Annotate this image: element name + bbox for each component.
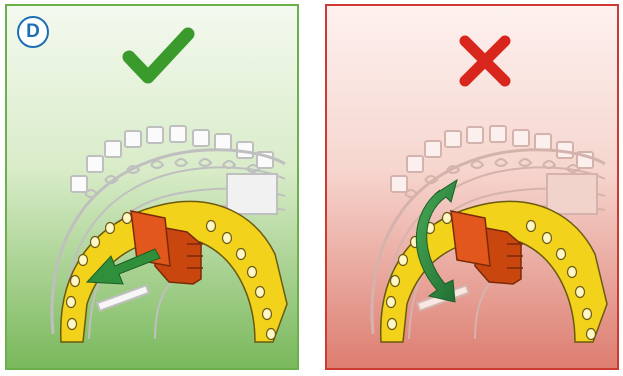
- correct-illustration: [5, 4, 299, 370]
- incorrect-panel: [325, 4, 619, 370]
- step-badge: D: [17, 16, 49, 48]
- correct-panel: D: [5, 4, 299, 370]
- incorrect-illustration: [325, 4, 619, 370]
